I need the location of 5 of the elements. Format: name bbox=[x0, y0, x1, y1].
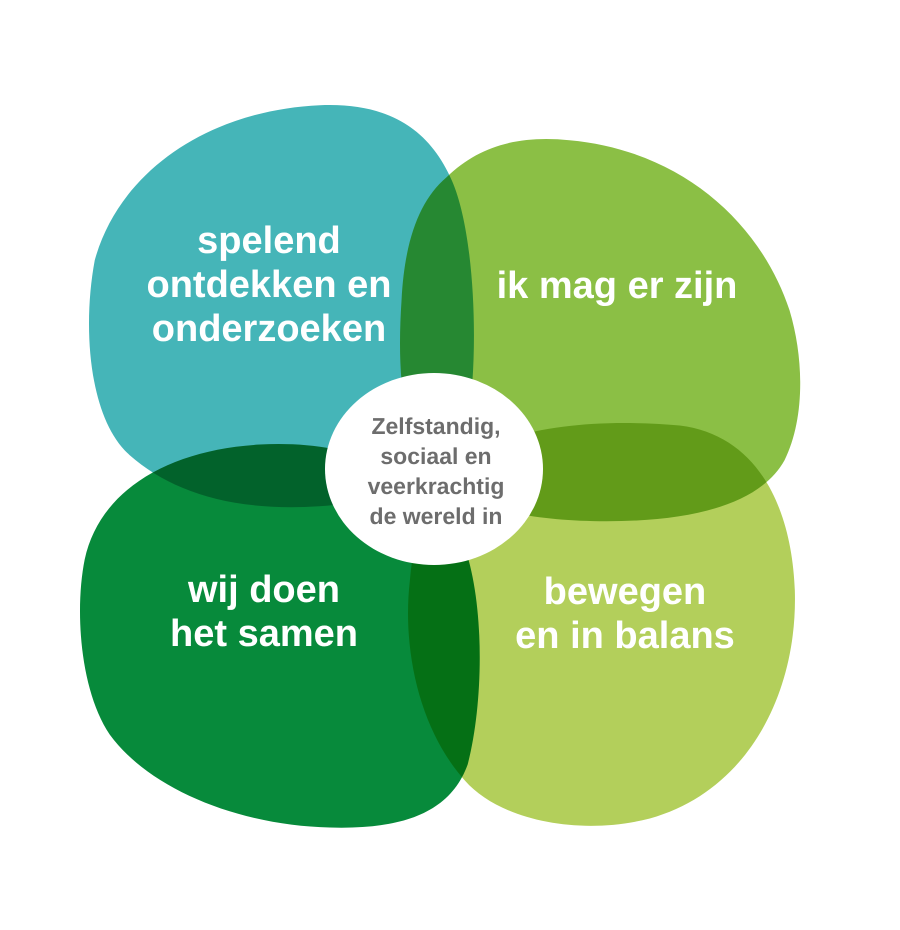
blob-label: wij doen het samen bbox=[170, 568, 358, 656]
blob-label: ik mag er zijn bbox=[496, 264, 738, 308]
blob-label: bewegen en in balans bbox=[515, 570, 735, 658]
center-label: Zelfstandig, sociaal en veerkrachtig de wereld in bbox=[368, 412, 504, 531]
blob-label: spelend ontdekken en onderzoeken bbox=[146, 218, 392, 351]
